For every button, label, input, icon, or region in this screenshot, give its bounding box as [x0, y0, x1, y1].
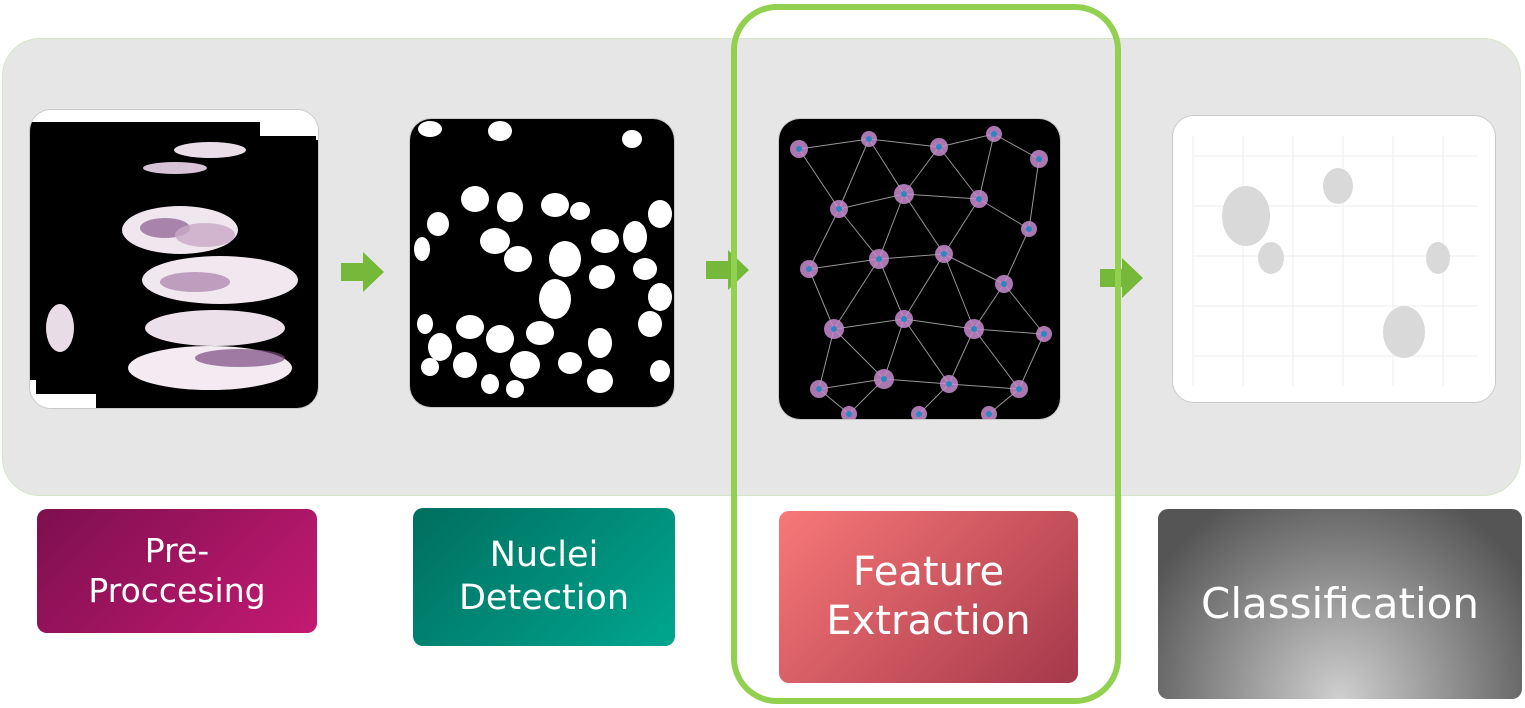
stage-label-nuclei-detection: Nuclei Detection — [413, 508, 675, 646]
feature-extraction-image — [778, 118, 1061, 420]
stage-label-classification: Classification — [1158, 509, 1522, 699]
stage-label-feature-extraction: Feature Extraction — [779, 511, 1078, 683]
preprocessing-image — [29, 109, 319, 409]
arrow-icon — [1100, 258, 1144, 298]
classification-image — [1172, 115, 1496, 403]
nuclei-detection-image — [409, 118, 675, 408]
arrow-icon — [706, 250, 750, 290]
arrow-icon — [341, 252, 385, 292]
stage-label-preprocessing: Pre- Proccesing — [37, 509, 317, 633]
